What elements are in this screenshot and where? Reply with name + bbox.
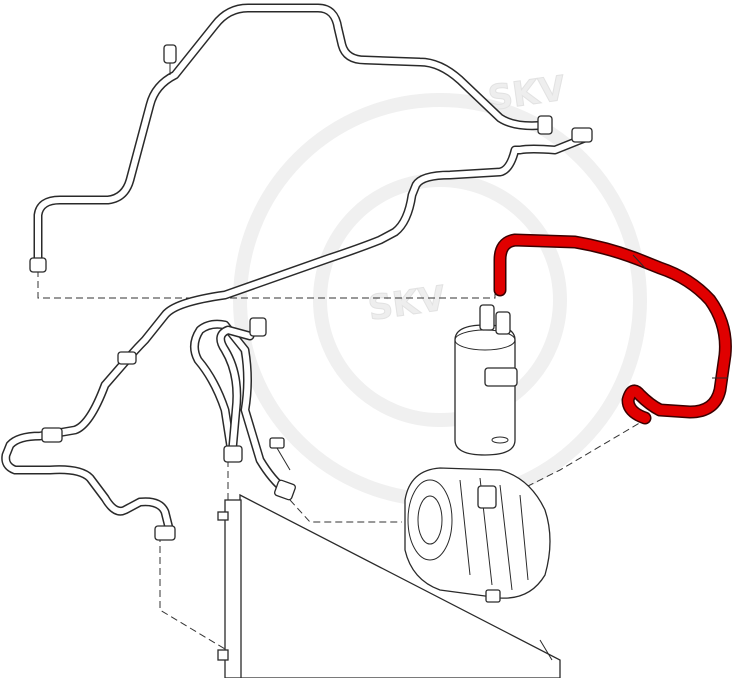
long-refrigerant-pipe[interactable]: [1, 127, 593, 541]
short-pipe-fitting-top: [249, 317, 267, 337]
compressor-fins: [459, 477, 529, 591]
upper-pipe-fitting-left: [29, 257, 47, 273]
compressor-port-suction: [485, 589, 501, 603]
condenser-bracket-bottom: [217, 649, 229, 661]
compressor[interactable]: [404, 467, 551, 603]
receiver-port-left: [479, 304, 495, 331]
dehydrator-receiver[interactable]: [454, 304, 518, 456]
receiver-port-right: [495, 311, 511, 335]
upper-pipe-fitting-right: [537, 115, 553, 135]
bolt-shaft: [276, 447, 291, 471]
short-pipe-fitting-end: [274, 479, 296, 501]
condenser-edge-mark: [539, 639, 553, 661]
upper-pipe-cap: [163, 44, 177, 64]
hose-crimp-ring: [632, 254, 646, 269]
discharge-hose[interactable]: [493, 233, 732, 425]
compressor-body: [404, 467, 551, 599]
receiver-body: [454, 324, 516, 456]
watermark-text-center: SKV: [366, 278, 449, 328]
long-pipe-fitting-bottom: [154, 525, 176, 541]
leader-line-long-pipe: [159, 535, 236, 656]
long-pipe-fitting-top: [571, 127, 593, 143]
condenser[interactable]: [217, 493, 561, 678]
long-pipe-joint-upper: [117, 351, 137, 365]
receiver-bracket: [484, 367, 518, 387]
upper-refrigerant-pipe[interactable]: [29, 3, 553, 273]
short-pipe-fitting-bottom: [223, 445, 243, 463]
short-pipe-pair[interactable]: [190, 317, 296, 501]
compressor-clutch-pulley: [407, 479, 453, 561]
condenser-bracket-top: [217, 511, 229, 521]
mounting-bolt[interactable]: [269, 437, 291, 471]
receiver-base-plug: [491, 436, 509, 444]
long-pipe-joint-lower: [41, 427, 63, 443]
leader-line-bolt: [289, 499, 402, 523]
compressor-pulley-hub: [417, 495, 443, 545]
compressor-port-discharge: [477, 485, 497, 509]
bolt-head-icon: [269, 437, 285, 449]
condenser-end-tank: [224, 499, 242, 678]
watermark-ring: [313, 173, 567, 427]
